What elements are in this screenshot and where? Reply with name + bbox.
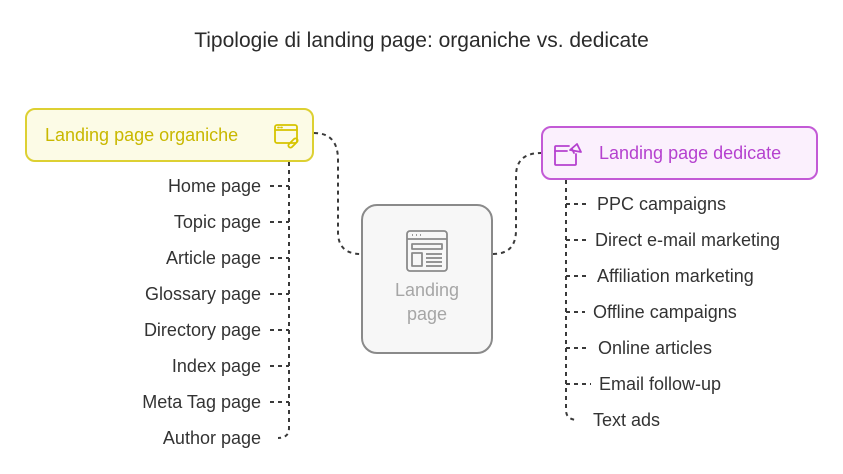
dedicated-item: Offline campaigns <box>593 302 737 322</box>
organic-item: Index page <box>171 356 261 376</box>
center-label-line1: Landing <box>394 280 460 300</box>
dedicated-item: Direct e-mail marketing <box>595 230 781 250</box>
dedicated-item: Online articles <box>598 338 713 358</box>
organic-item: Meta Tag page <box>142 392 261 412</box>
left-trunk <box>277 162 290 439</box>
browser-link-icon <box>274 124 299 149</box>
organic-item: Glossary page <box>144 284 261 304</box>
organic-item: Author page <box>162 428 261 448</box>
dedicated-item: Text ads <box>593 410 661 430</box>
organic-landing-label: Landing page organiche <box>45 124 239 145</box>
dedicated-item: Email follow-up <box>599 374 722 394</box>
organic-landing-box: Landing page organiche <box>25 108 314 162</box>
dedicated-landing-box: Landing page dedicate <box>541 126 818 180</box>
dedicated-landing-label: Landing page dedicate <box>599 142 782 163</box>
dedicated-item: Affiliation marketing <box>597 266 754 286</box>
browser-megaphone-icon <box>554 143 582 166</box>
connector-center-right <box>492 152 542 255</box>
organic-item: Directory page <box>143 320 261 340</box>
webpage-layout-icon <box>406 230 448 272</box>
center-label-line2: page <box>406 304 448 324</box>
organic-item: Home page <box>167 176 261 196</box>
diagram-title: Tipologie di landing page: organiche vs.… <box>194 29 649 52</box>
connector-left-center <box>313 132 362 255</box>
dedicated-item: PPC campaigns <box>597 194 727 214</box>
organic-item: Topic page <box>173 212 261 232</box>
landing-page-node: Landing page <box>361 204 493 354</box>
organic-item: Article page <box>165 248 261 268</box>
